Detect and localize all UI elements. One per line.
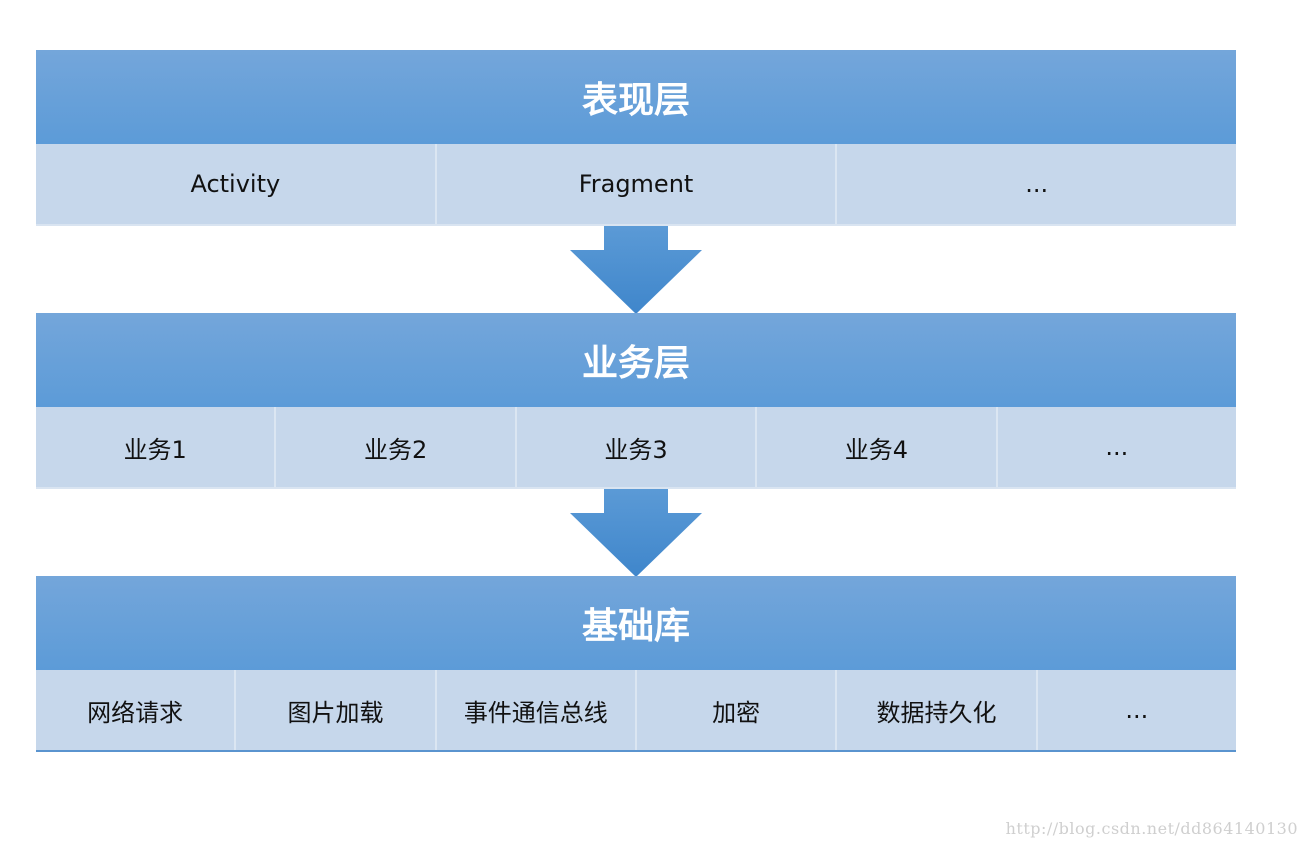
layer-item: 数据持久化 xyxy=(837,670,1038,750)
layer-item: 图片加载 xyxy=(236,670,437,750)
layer-item: Activity xyxy=(36,144,437,224)
layer-title: 表现层 xyxy=(36,50,1236,144)
layer-item: Fragment xyxy=(437,144,838,224)
down-arrow-icon xyxy=(570,226,702,314)
layer-item: ... xyxy=(1105,433,1129,461)
foundation-layer: 基础库 网络请求 图片加载 事件通信总线 加密 数据持久化 ... xyxy=(36,576,1236,752)
layer-title: 基础库 xyxy=(36,576,1236,670)
layer-item: ... xyxy=(1125,696,1149,724)
layer-item: 业务2 xyxy=(276,407,517,487)
layer-item: 业务1 xyxy=(36,407,277,487)
watermark: http://blog.csdn.net/dd864140130 xyxy=(1005,819,1298,838)
down-arrow-icon xyxy=(570,489,702,577)
layer-item: 事件通信总线 xyxy=(437,670,637,750)
layer-item: 业务3 xyxy=(517,407,758,487)
layer-items-row: 网络请求 图片加载 事件通信总线 加密 数据持久化 ... xyxy=(36,670,1236,752)
layer-items-row: 业务1 业务2 业务3 业务4 ... xyxy=(36,407,1236,489)
layer-item: 网络请求 xyxy=(36,670,237,750)
layer-title: 业务层 xyxy=(36,313,1236,407)
layer-item: ... xyxy=(1025,170,1049,198)
layer-item: 加密 xyxy=(637,670,838,750)
business-layer: 业务层 业务1 业务2 业务3 业务4 ... xyxy=(36,313,1236,489)
layer-items-row: Activity Fragment ... xyxy=(36,144,1236,226)
layer-item: 业务4 xyxy=(757,407,998,487)
presentation-layer: 表现层 Activity Fragment ... xyxy=(36,50,1236,226)
